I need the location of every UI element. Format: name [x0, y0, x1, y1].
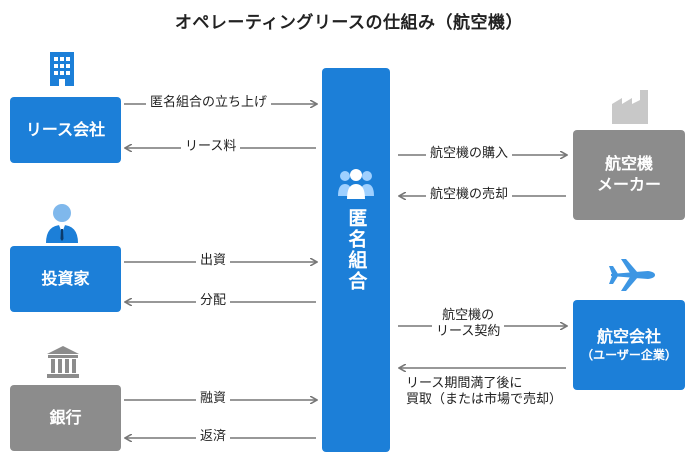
label-purchase: 航空機の購入: [426, 146, 513, 163]
label-anon-setup: 匿名組合の立ち上げ: [146, 95, 272, 112]
label-distribution: 分配: [196, 293, 231, 310]
label-lease-contract: 航空機の リース契約: [432, 308, 505, 341]
manufacturer-box: 航空機 メーカー: [573, 130, 685, 220]
building-icon: [50, 52, 74, 86]
group-icon: [338, 169, 374, 199]
airline-line2: （ユーザー企業）: [581, 347, 677, 362]
label-loan: 融資: [196, 391, 231, 408]
diagram-title: オペレーティングリースの仕組み（航空機）: [174, 13, 524, 33]
airline-box: 航空会社 （ユーザー企業）: [573, 300, 685, 390]
label-repayment: 返済: [196, 429, 231, 446]
airline-line1: 航空会社: [596, 326, 661, 346]
anonymous-partnership-box: 匿名組合: [322, 68, 390, 452]
label-lease-fee: リース料: [181, 139, 241, 156]
anonymous-partnership-label: 匿名組合: [345, 208, 368, 292]
bank-box: 銀行: [10, 385, 121, 451]
investor-box: 投資家: [10, 246, 121, 312]
airplane-icon: [609, 259, 655, 291]
lease-company-label: リース会社: [25, 119, 106, 139]
bank-icon: [47, 346, 79, 378]
person-icon: [46, 204, 78, 243]
manufacturer-line1: 航空機: [604, 154, 653, 174]
lease-company-box: リース会社: [10, 97, 121, 163]
label-sale: 航空機の売却: [426, 187, 513, 204]
label-investment: 出資: [196, 253, 231, 270]
label-lease-contract-line2: リース契約: [436, 324, 501, 340]
manufacturer-line2: メーカー: [596, 175, 661, 194]
label-buyback: リース期間満了後に 買取（または市場で売却）: [402, 376, 566, 409]
label-buyback-line1: リース期間満了後に: [406, 376, 523, 391]
factory-icon: [612, 90, 648, 124]
investor-label: 投資家: [41, 268, 90, 288]
label-buyback-line2: 買取（または市場で売却）: [406, 392, 563, 408]
label-lease-contract-line1: 航空機の: [442, 308, 495, 323]
bank-label: 銀行: [49, 407, 82, 427]
